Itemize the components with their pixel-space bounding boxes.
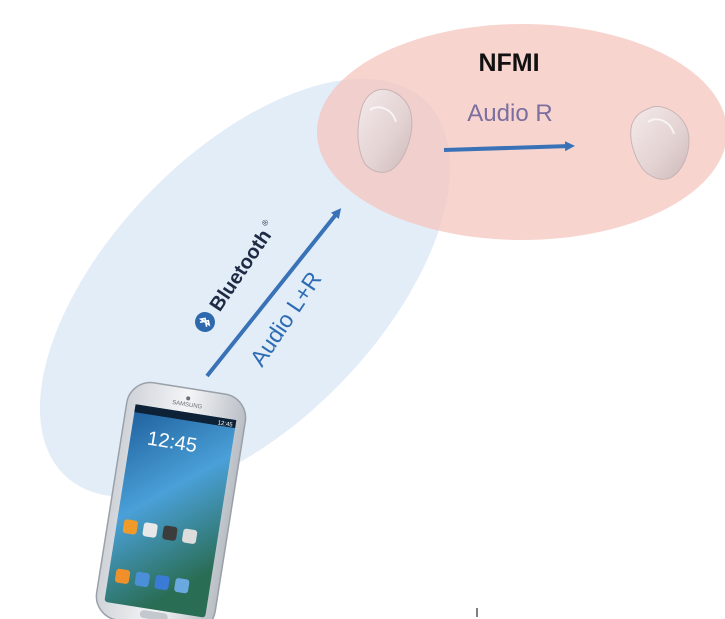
phone-status-bar xyxy=(134,404,237,429)
nfmi-title: NFMI xyxy=(478,49,539,77)
nfmi-arrow xyxy=(443,141,575,152)
right-earbud-icon xyxy=(630,106,690,180)
app-icon xyxy=(154,574,170,591)
phone-status-time: 12:45 xyxy=(217,420,233,428)
bluetooth-arrow xyxy=(205,208,342,378)
app-icon xyxy=(162,525,178,541)
bluetooth-rune xyxy=(198,317,211,327)
nfmi-zone xyxy=(317,24,725,240)
app-icon xyxy=(122,519,138,535)
app-icon xyxy=(134,571,150,588)
left-earbud-icon xyxy=(357,88,413,173)
bluetooth-registered-mark: ® xyxy=(260,218,271,228)
smartphone: SAMSUNG 12:45 12:45 xyxy=(95,381,247,619)
phone-brand: SAMSUNG xyxy=(172,400,203,411)
phone-home-button xyxy=(139,610,168,619)
phone-app-icons xyxy=(114,519,198,594)
app-icon xyxy=(142,522,158,538)
app-icon xyxy=(114,568,131,584)
phone-speaker xyxy=(186,396,191,401)
audio-r-label: Audio R xyxy=(467,100,552,127)
phone-screen xyxy=(104,404,236,618)
app-icon xyxy=(174,578,190,594)
app-icon xyxy=(182,528,198,544)
